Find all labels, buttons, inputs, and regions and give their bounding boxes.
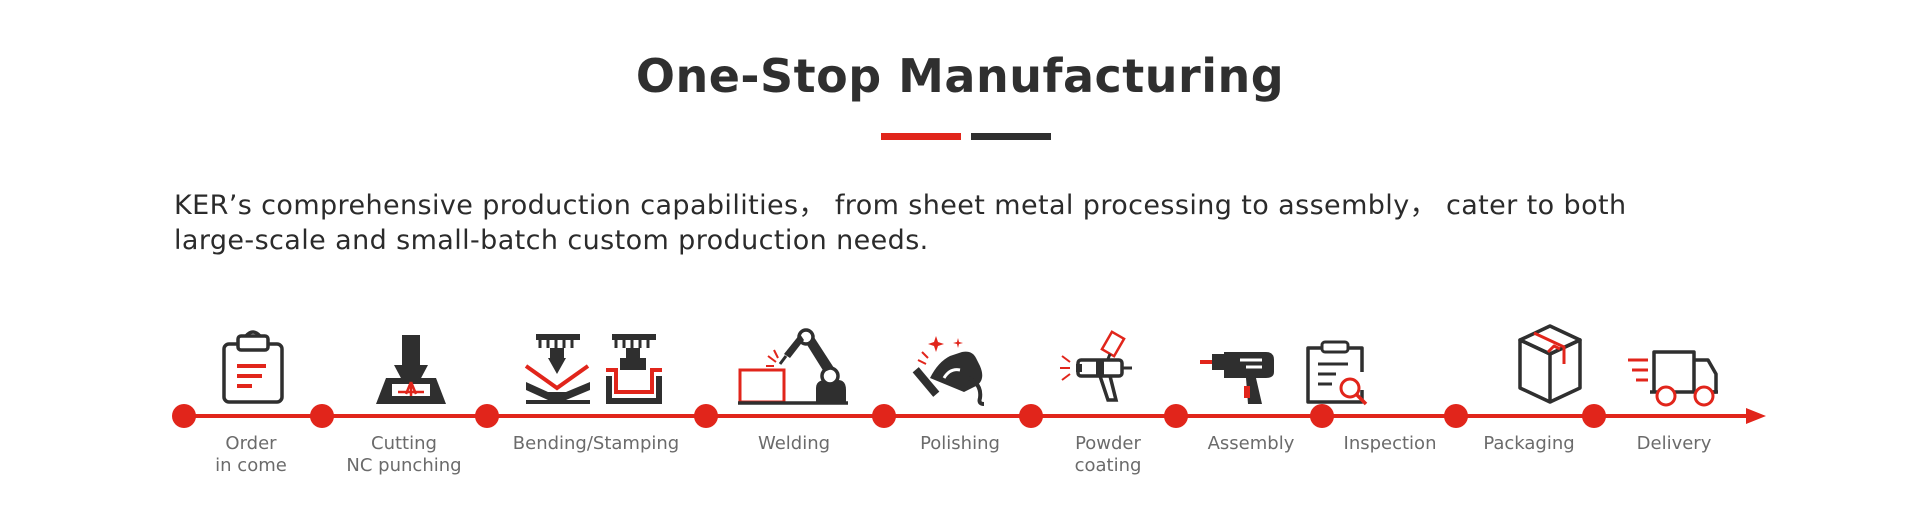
drill-icon: [1200, 352, 1274, 404]
step-label-welding: Welding: [758, 433, 830, 455]
step-label-powder-coating: Powder coating: [1075, 433, 1142, 477]
intro-line-1: KER’s comprehensive production capabilit…: [174, 190, 1627, 221]
step-label-line: Welding: [757, 433, 831, 454]
timeline-arrow-icon: [1746, 408, 1766, 424]
timeline-dot: [1582, 404, 1606, 428]
timeline-dot: [1310, 404, 1334, 428]
timeline-dot: [310, 404, 334, 428]
intro-paragraph: KER’s comprehensive production capabilit…: [174, 188, 1764, 258]
press-brake-icon: [524, 334, 662, 404]
laser-cutter-icon: [376, 335, 446, 404]
timeline-dot: [1019, 404, 1043, 428]
step-label-line: Cutting: [371, 433, 437, 454]
spray-gun-icon: [1060, 330, 1132, 402]
box-icon: [1518, 324, 1582, 404]
step-label-line: Delivery: [1636, 433, 1712, 454]
timeline-dot: [872, 404, 896, 428]
timeline-dot: [1164, 404, 1188, 428]
step-label-line: coating: [1074, 455, 1142, 476]
intro-line-2: large-scale and small-batch custom produ…: [174, 225, 929, 256]
step-label-line: in come: [215, 455, 287, 476]
timeline-dot: [172, 404, 196, 428]
step-label-assembly: Assembly: [1208, 433, 1295, 455]
polisher-icon: [912, 336, 985, 406]
page-title: One-Stop Manufacturing: [635, 49, 1285, 103]
clipboard-icon: [222, 330, 284, 404]
step-label-line: Packaging: [1483, 433, 1575, 454]
timeline-dot: [1444, 404, 1468, 428]
step-label-cutting: Cutting NC punching: [346, 433, 461, 477]
timeline-dot: [694, 404, 718, 428]
step-label-line: Order: [225, 433, 277, 454]
title-underline-red: [881, 133, 961, 140]
step-label-bending: Bending/Stamping: [513, 433, 679, 455]
inspection-icon: [1306, 340, 1368, 406]
robot-arm-icon: [738, 328, 848, 405]
step-label-polishing: Polishing: [920, 433, 1000, 455]
step-label-delivery: Delivery: [1637, 433, 1712, 455]
step-label-order: Order in come: [215, 433, 287, 477]
title-underline-dark: [971, 133, 1051, 140]
timeline-dot: [475, 404, 499, 428]
step-label-line: Inspection: [1343, 433, 1437, 454]
step-label-line: Assembly: [1207, 433, 1295, 454]
step-label-line: Bending/Stamping: [512, 433, 680, 454]
truck-icon: [1628, 350, 1718, 407]
step-label-packaging: Packaging: [1483, 433, 1574, 455]
step-label-line: NC punching: [346, 455, 462, 476]
step-label-inspection: Inspection: [1344, 433, 1437, 455]
step-label-line: Polishing: [920, 433, 1000, 454]
step-label-line: Powder: [1075, 433, 1141, 454]
